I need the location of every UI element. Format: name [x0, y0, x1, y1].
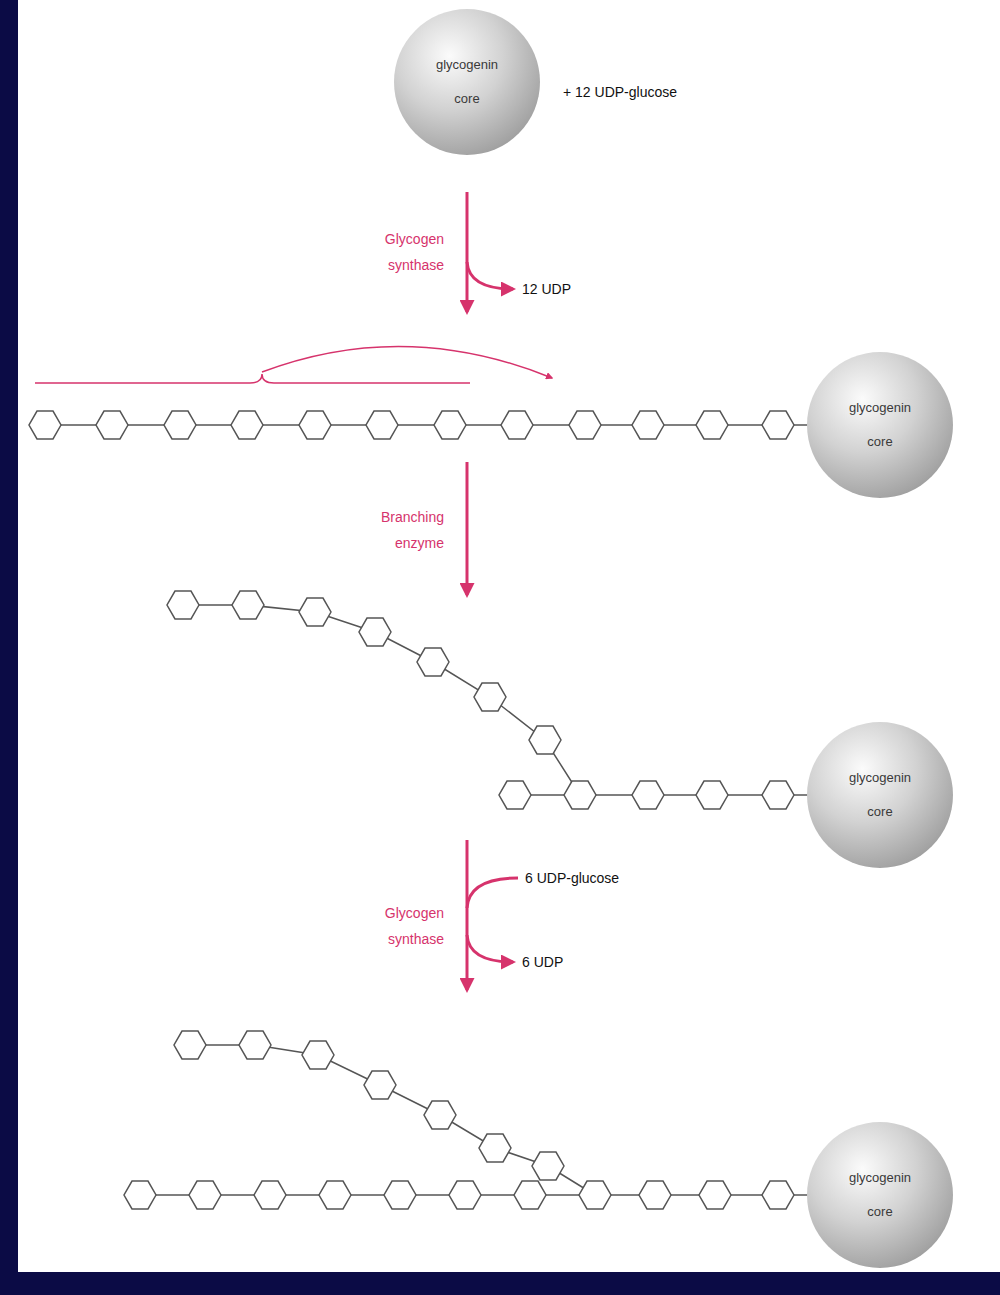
glucose-ring	[474, 683, 506, 711]
glucose-ring	[529, 726, 561, 754]
glucose-ring	[384, 1181, 416, 1209]
glucose-ring	[501, 411, 533, 439]
glucose-ring	[579, 1181, 611, 1209]
enzyme-label: Branching enzyme	[381, 504, 444, 556]
glucose-ring	[762, 781, 794, 809]
glucose-ring	[434, 411, 466, 439]
reaction-arrows	[467, 192, 518, 990]
glucose-chains	[29, 411, 880, 1209]
glucose-ring	[96, 411, 128, 439]
glucose-ring	[639, 1181, 671, 1209]
glucose-ring	[479, 1134, 511, 1162]
glycogenin-core: glycogenin core	[807, 352, 953, 498]
product-arrow	[467, 935, 513, 962]
glucose-ring	[696, 781, 728, 809]
glucose-ring	[167, 591, 199, 619]
glucose-ring	[762, 411, 794, 439]
core-label: glycogenin core	[849, 391, 911, 459]
glycogenin-core: glycogenin core	[394, 9, 540, 155]
reaction-arrow	[466, 462, 469, 595]
glucose-ring	[254, 1181, 286, 1209]
glucose-ring	[299, 598, 331, 626]
glucose-ring	[632, 781, 664, 809]
product-label: 12 UDP	[522, 276, 571, 302]
bracket	[35, 374, 470, 383]
glucose-ring	[319, 1181, 351, 1209]
core-label: glycogenin core	[849, 1161, 911, 1229]
reaction-arrow	[466, 840, 469, 990]
glucose-ring	[189, 1181, 221, 1209]
core-label: glycogenin core	[849, 761, 911, 829]
glucose-ring	[514, 1181, 546, 1209]
glucose-ring	[174, 1031, 206, 1059]
substrate-label: + 12 UDP-glucose	[563, 79, 677, 105]
glucose-ring	[299, 411, 331, 439]
transfer-bracket	[35, 346, 552, 383]
glucose-ring	[564, 781, 596, 809]
glucose-ring	[696, 411, 728, 439]
glucose-ring	[532, 1152, 564, 1180]
glucose-ring	[449, 1181, 481, 1209]
reaction-arrow	[466, 192, 469, 312]
glycogenin-core: glycogenin core	[807, 1122, 953, 1268]
enzyme-label: Glycogen synthase	[385, 900, 444, 952]
glucose-ring	[762, 1181, 794, 1209]
glucose-ring	[164, 411, 196, 439]
glucose-ring	[232, 591, 264, 619]
glycosidic-bond	[183, 605, 580, 795]
glucose-ring	[359, 618, 391, 646]
glucose-ring	[417, 648, 449, 676]
glucose-ring	[302, 1041, 334, 1069]
core-label: glycogenin core	[436, 48, 498, 116]
glucose-ring	[364, 1071, 396, 1099]
glucose-ring	[569, 411, 601, 439]
glucose-ring	[699, 1181, 731, 1209]
glucose-ring	[424, 1101, 456, 1129]
glycogenin-core: glycogenin core	[807, 722, 953, 868]
product-arrow	[467, 262, 513, 289]
glucose-ring	[366, 411, 398, 439]
glycosidic-bond	[190, 1045, 595, 1195]
white-panel	[18, 0, 1000, 1272]
glucose-ring	[632, 411, 664, 439]
substrate-label: 6 UDP-glucose	[525, 865, 619, 891]
product-label: 6 UDP	[522, 949, 563, 975]
glucose-ring	[239, 1031, 271, 1059]
glucose-ring	[29, 411, 61, 439]
glucose-ring	[231, 411, 263, 439]
transfer-arrow	[262, 346, 552, 378]
glucose-ring	[499, 781, 531, 809]
substrate-arrow	[467, 878, 518, 908]
enzyme-label: Glycogen synthase	[385, 226, 444, 278]
glucose-ring	[124, 1181, 156, 1209]
